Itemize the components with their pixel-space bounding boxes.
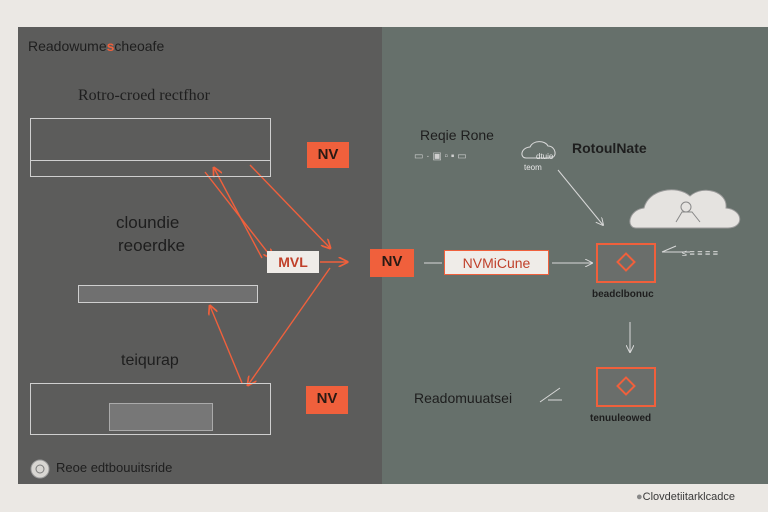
- arrow-bottom-to-bar: [210, 306, 243, 384]
- callout-text: ≤ ≡ ≡ ≡ ≡: [682, 248, 718, 258]
- badge-top[interactable]: NV: [307, 142, 349, 168]
- top-rect-strip: [30, 161, 271, 177]
- left-header-suffix: cheoafe: [114, 38, 165, 54]
- cloud-badge-text: dtuie: [536, 152, 554, 161]
- left-header-accent: s: [106, 38, 115, 54]
- small-cloud-icon: [521, 141, 556, 159]
- cloud-title: RotoulNate: [572, 140, 647, 156]
- arrow-top-to-bridge: [249, 164, 330, 248]
- cloud-caption: teom: [524, 163, 542, 172]
- left-footer: Reoe edtbouuitsride: [56, 460, 173, 475]
- brand-icon: ●: [636, 491, 643, 503]
- legend-title: Reqie Rone: [420, 127, 494, 143]
- arrow-bridge-to-bottom: [248, 267, 331, 385]
- service-box[interactable]: NVMiCune: [444, 250, 549, 275]
- badge-bottom[interactable]: NV: [306, 386, 348, 414]
- arrow-mvl-to-top: [214, 168, 263, 259]
- callout-line-top-2: [661, 245, 677, 253]
- arrow-cloud-to-node: [557, 169, 603, 225]
- node-bottom-icon[interactable]: [596, 367, 656, 407]
- footer-brand-text: Clovdetiitarklcadce: [642, 491, 735, 503]
- middle-label-2: reoerdke: [118, 236, 186, 255]
- middle-label-1: cloundie: [116, 213, 180, 232]
- bridge-badge[interactable]: NV: [370, 249, 414, 277]
- left-header: Readowumescheoafe: [28, 38, 164, 54]
- badge-mvl[interactable]: MVL: [267, 251, 319, 273]
- bottom-inner-rect: [109, 403, 213, 431]
- lower-label: teiqurap: [121, 352, 179, 369]
- node-bottom-label: tenuuleowed: [590, 413, 652, 424]
- left-header-text: Readowume: [28, 38, 107, 54]
- bottom-rect: [30, 383, 271, 435]
- bottom-left-label: Readomuuatsei: [414, 390, 513, 406]
- middle-bar: [78, 285, 258, 303]
- node-top-label: beadclbonuc: [592, 289, 654, 300]
- legend-row: ▭ · ▣ ▫ ▪ ▭: [414, 151, 467, 162]
- callout-line-bottom: [539, 387, 561, 403]
- footer-brand: ●Clovdetiitarklcadce: [636, 491, 735, 503]
- cloud-icon: [629, 189, 741, 229]
- left-title: Rotro-croed rectfhor: [78, 87, 210, 104]
- node-top-icon[interactable]: [596, 243, 656, 283]
- top-rect: [30, 118, 271, 161]
- footer-logo-icon: [30, 459, 50, 479]
